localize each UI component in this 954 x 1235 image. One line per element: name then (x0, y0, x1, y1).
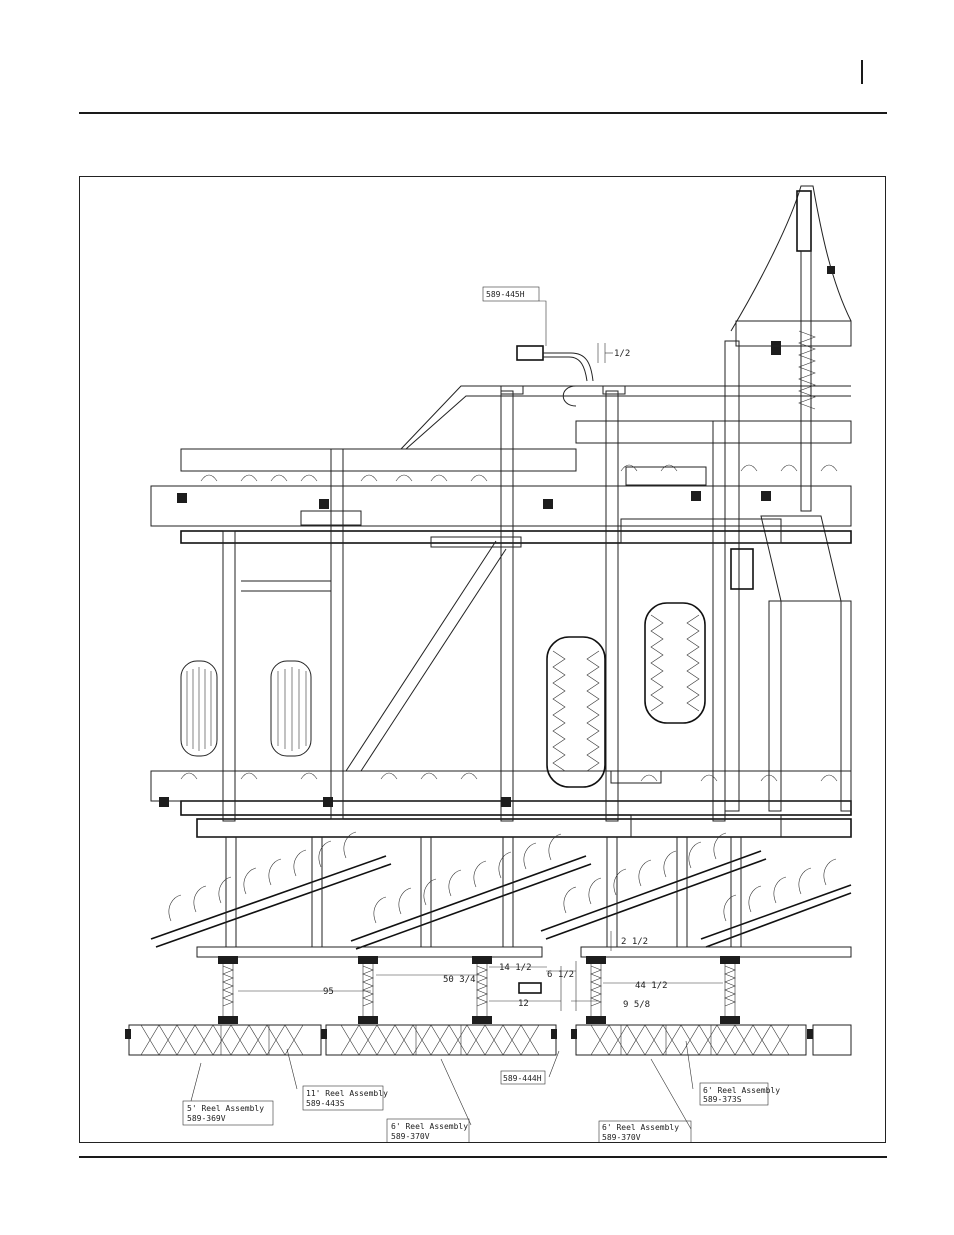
callout-reel-6c-line1: 6' Reel Assembly (703, 1086, 780, 1095)
gauge-wheels (181, 603, 705, 787)
dim-half: 1/2 (614, 349, 630, 359)
callout-reel-11-line2: 589-443S (306, 1099, 345, 1108)
hitch-assembly (725, 186, 851, 811)
callout-589-444h: 589-444H (503, 1074, 542, 1083)
dimension-lines (238, 931, 723, 1011)
callout-reel-6a-line1: 6' Reel Assembly (391, 1122, 468, 1131)
callout-reel-11-line1: 11' Reel Assembly (306, 1089, 388, 1098)
callout-reel-5-line2: 589-369V (187, 1114, 226, 1123)
dim-14-1-2: 14 1/2 (499, 963, 532, 973)
callout-reel-6c-line2: 589-373S (703, 1095, 742, 1104)
header-rule (79, 112, 887, 114)
harrow-hangers (197, 837, 851, 957)
rolling-reels (125, 1025, 851, 1055)
dim-9-5-8: 9 5/8 (623, 1000, 650, 1010)
figure-frame: 589-445H 589-444H 5' Reel Assembly 589-3… (79, 176, 886, 1143)
dim-6-1-2: 6 1/2 (547, 970, 574, 980)
dim-95: 95 (323, 987, 334, 997)
callout-reel-5-line1: 5' Reel Assembly (187, 1104, 264, 1113)
callout-reel-6b-line2: 589-370V (602, 1133, 641, 1142)
callout-589-445h: 589-445H (486, 290, 525, 299)
callout-reel-6b-line1: 6' Reel Assembly (602, 1123, 679, 1132)
callout-reel-6a-line2: 589-370V (391, 1132, 430, 1141)
dim-50-3-4: 50 3/4 (443, 975, 476, 985)
parts-drawing: 589-445H 589-444H 5' Reel Assembly 589-3… (80, 177, 886, 1143)
tine-harrow-bars (151, 832, 851, 949)
dim-12: 12 (518, 999, 529, 1009)
page-number-divider (861, 60, 863, 84)
upper-shanks (177, 465, 837, 589)
dim-44-1-2: 44 1/2 (635, 981, 668, 991)
dim-2-1-2: 2 1/2 (621, 937, 648, 947)
hose-detail (517, 343, 613, 406)
lower-shanks (159, 771, 837, 837)
footer-rule (79, 1156, 887, 1158)
vertical-posts (223, 386, 851, 821)
